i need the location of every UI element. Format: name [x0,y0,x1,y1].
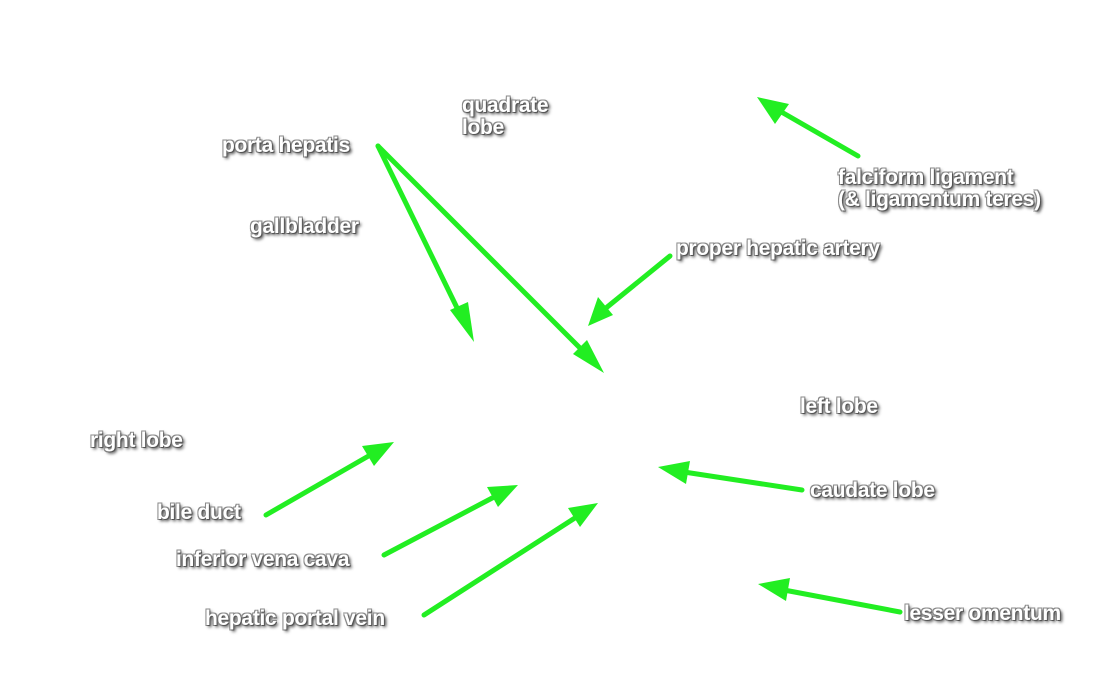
label-lesser-omentum: lesser omentum [904,602,1061,625]
label-gallbladder: gallbladder [250,215,359,238]
label-caudate-lobe: caudate lobe [810,479,935,502]
label-quadrate-lobe-line2: lobe [462,116,504,139]
label-falciform-ligament: falciform ligament (& ligamentum teres) [838,167,1041,211]
label-right-lobe: right lobe [90,429,183,452]
arrow-hepatic-portal-vein [421,503,598,618]
label-inferior-vena-cava: inferior vena cava [176,548,350,571]
label-hepatic-portal-vein: hepatic portal vein [205,607,385,630]
label-bile-duct: bile duct [157,501,241,524]
label-quadrate-lobe-line1: quadrate [462,94,549,117]
label-proper-hepatic-artery: proper hepatic artery [676,237,880,260]
label-falciform-ligament-line1: falciform ligament [838,166,1014,189]
label-left-lobe: left lobe [800,395,878,418]
arrow-caudate-lobe [658,461,805,493]
arrow-lesser-omentum [758,578,903,615]
arrow-bile-duct [263,442,394,518]
label-porta-hepatis: porta hepatis [222,134,350,157]
arrow-porta-hepatis-hilum [375,143,604,373]
arrow-porta-hepatis-gallbladder [375,143,474,342]
arrow-falciform-ligament [757,97,861,159]
arrow-proper-hepatic-artery [588,253,673,326]
arrow-inferior-vena-cava [381,485,518,558]
label-quadrate-lobe: quadrate lobe [462,94,549,139]
label-falciform-ligament-line2: (& ligamentum teres) [838,188,1041,211]
